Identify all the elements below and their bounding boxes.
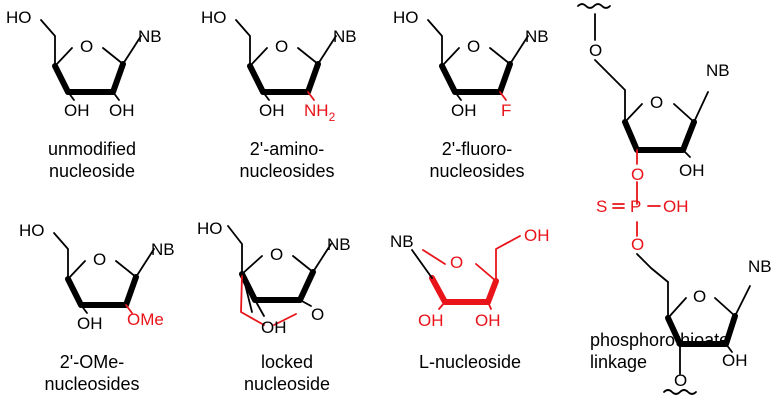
- atom-nb: NB: [151, 240, 175, 259]
- caption-line-1: unmodified: [48, 139, 136, 159]
- caption-line-1: 2'-amino-: [250, 139, 324, 159]
- atom-ome: OMe: [127, 310, 164, 329]
- atom-f: F: [501, 101, 511, 120]
- caption-line-2: nucleosides: [44, 374, 139, 394]
- atom-ho: HO: [6, 8, 32, 27]
- structure-l-nucleoside: NB O OH OH OH L-nucleoside: [390, 226, 550, 372]
- caption-line-2: nucleoside: [49, 161, 135, 181]
- atom-ring-oxygen: O: [450, 253, 463, 272]
- atom-phosphorus: P: [630, 197, 641, 216]
- atom-2-oh: OH: [418, 311, 444, 330]
- atom-5-prime-oxygen: O: [631, 235, 644, 254]
- structure-unmodified: HO O NB OH OH unmodified nucleoside: [6, 8, 162, 181]
- atom-3-oxygen-2: O: [674, 371, 687, 390]
- atom-3-oh: OH: [261, 318, 287, 337]
- caption-line-2: linkage: [590, 352, 647, 372]
- caption-line-2: nucleosides: [239, 161, 334, 181]
- atom-ring-oxygen: O: [650, 93, 663, 112]
- atom-nb: NB: [706, 61, 730, 80]
- structure-2-ome: HO O NB OH OMe 2'-OMe- nucleosides: [19, 221, 175, 394]
- structure-2-amino: HO O NB OH NH2 2'-amino- nucleosides: [201, 8, 357, 181]
- atom-p-oh: OH: [663, 197, 689, 216]
- caption-line-1: 2'-fluoro-: [442, 139, 512, 159]
- atom-ring-oxygen: O: [93, 250, 106, 269]
- atom-nb: NB: [327, 235, 351, 254]
- structure-2-fluoro: HO O NB OH F 2'-fluoro- nucleosides: [393, 8, 549, 181]
- caption-line-1: 2'-OMe-: [60, 352, 124, 372]
- atom-ring-oxygen: O: [270, 245, 283, 264]
- atom-nb: NB: [390, 232, 414, 251]
- atom-sulfur: S: [596, 197, 607, 216]
- atom-3-oh: OH: [475, 311, 501, 330]
- atom-2-oh: OH: [109, 101, 135, 120]
- atom-3-oh: OH: [77, 314, 103, 333]
- atom-ring-oxygen: O: [275, 37, 288, 56]
- structure-phosphorothioate: O O NB OH O S P OH O O NB OH O phosphoro…: [577, 3, 772, 395]
- atom-nb-2: NB: [748, 257, 772, 276]
- atom-3-oh: OH: [451, 101, 477, 120]
- atom-nb: NB: [525, 27, 549, 46]
- atom-nb: NB: [138, 27, 162, 46]
- caption-line-1: phosphorothioate: [590, 330, 729, 350]
- caption-line-1: L-nucleoside: [419, 352, 521, 372]
- caption-line-2: nucleoside: [244, 374, 330, 394]
- atom-ring-oxygen: O: [467, 37, 480, 56]
- atom-5-oxygen: O: [589, 41, 602, 60]
- atom-ho: HO: [197, 219, 223, 238]
- atom-5-oh: OH: [524, 226, 550, 245]
- atom-3-oxygen: O: [631, 165, 644, 184]
- atom-3-oh: OH: [259, 101, 285, 120]
- atom-3-oh: OH: [64, 101, 90, 120]
- atom-nb: NB: [333, 27, 357, 46]
- atom-ring-oxygen: O: [80, 37, 93, 56]
- atom-ho: HO: [19, 221, 45, 240]
- atom-ho: HO: [393, 8, 419, 27]
- atom-bridge-oxygen: O: [311, 305, 324, 324]
- atom-2-oh-2: OH: [722, 351, 748, 370]
- caption-line-1: locked: [261, 352, 313, 372]
- structure-locked: HO O NB OH O locked nucleoside: [197, 219, 351, 394]
- atom-ho: HO: [201, 8, 227, 27]
- atom-ring-oxygen-2: O: [693, 287, 706, 306]
- caption-line-2: nucleosides: [429, 161, 524, 181]
- atom-nh2: NH2: [304, 101, 336, 124]
- atom-2-oh: OH: [679, 161, 705, 180]
